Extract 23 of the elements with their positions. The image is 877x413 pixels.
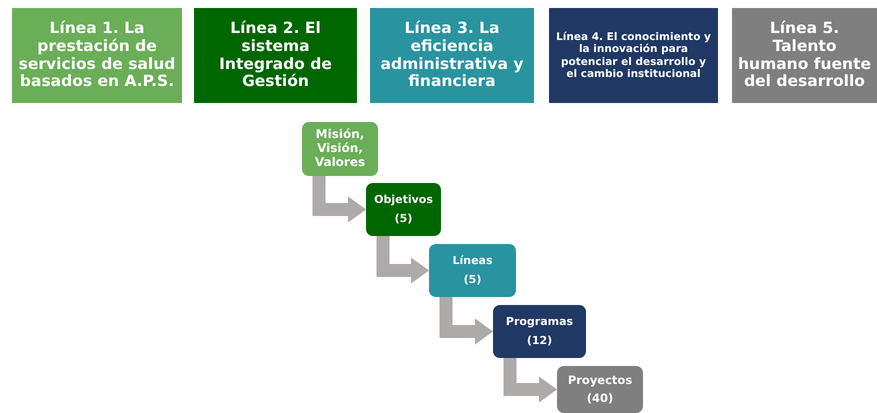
step-box	[302, 122, 378, 176]
bent-arrow	[376, 236, 429, 284]
box-label: Proyectos	[568, 374, 632, 388]
step-box	[366, 183, 441, 236]
box-label: Programas	[506, 316, 574, 328]
box-label: Líneas	[452, 254, 493, 268]
box-label: Objetivos	[374, 194, 433, 206]
box-label: Misión, Visión, Valores	[314, 128, 366, 170]
step-box	[493, 305, 586, 358]
box-label: Línea 1. La prestación de servicios de salud basados en A.P.S.	[18, 20, 176, 92]
box-label: Línea 2. El sistema Integrado de Gestión	[218, 20, 333, 92]
bent-arrow	[312, 176, 366, 222]
step-box	[429, 244, 516, 297]
step-box	[557, 366, 643, 413]
count-label: (12)	[526, 334, 552, 348]
box-label: Línea 5. Talento humano fuente del desarrollo	[738, 20, 871, 92]
box-label: Línea 4. El conocimiento y la innovación para potenciar el desarrollo y el cambio institucional	[555, 31, 712, 80]
count-label: (5)	[394, 212, 412, 226]
count-label: (40)	[586, 392, 614, 405]
count-label: (5)	[464, 274, 482, 286]
bent-arrow	[440, 297, 493, 344]
bent-arrow	[504, 358, 557, 402]
box-label: Línea 3. La eficiencia administrativa y financiera	[380, 20, 524, 92]
